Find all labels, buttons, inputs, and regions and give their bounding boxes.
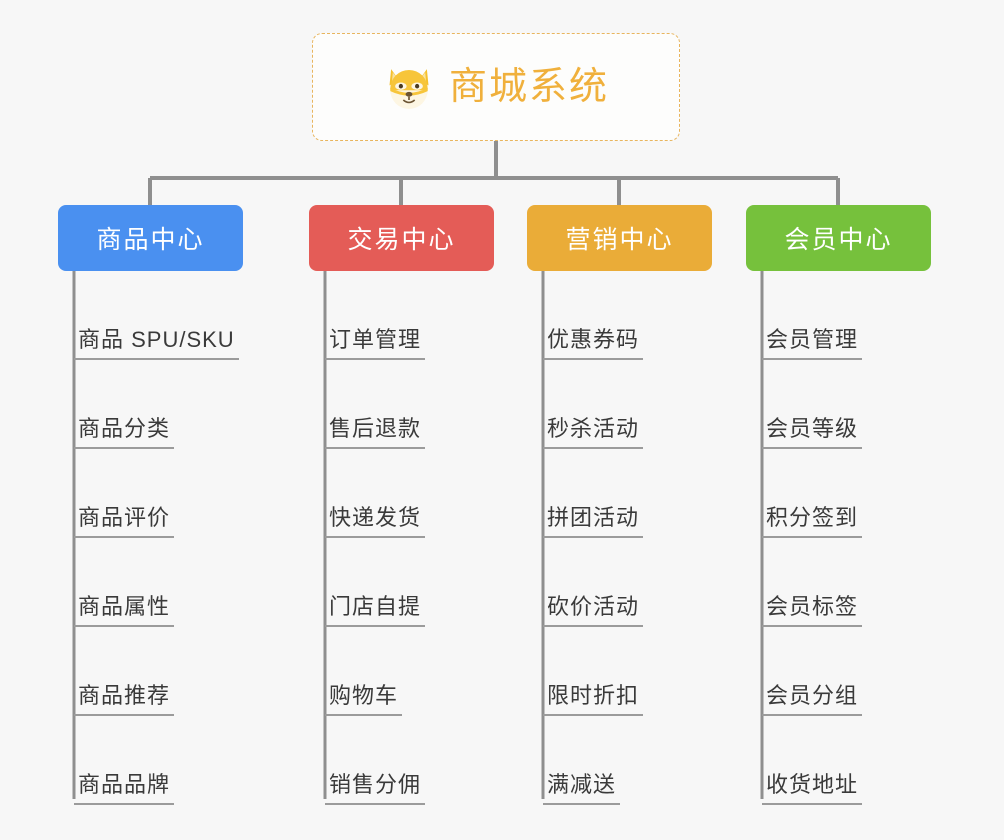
category-header-4[interactable]: 会员中心 xyxy=(746,205,931,271)
category-header-label: 交易中心 xyxy=(347,226,456,254)
leaf-item[interactable]: 商品属性 xyxy=(58,538,243,627)
leaf-item-label: 满减送 xyxy=(543,772,621,805)
category-header-2[interactable]: 交易中心 xyxy=(309,205,494,271)
leaf-item-label: 会员分组 xyxy=(762,683,863,716)
leaf-item-label: 收货地址 xyxy=(762,772,863,805)
leaf-item-label: 快递发货 xyxy=(325,505,426,538)
shiba-inu-dog-emoji xyxy=(389,69,429,109)
leaf-item[interactable]: 快递发货 xyxy=(309,449,494,538)
leaf-list: 商品 SPU/SKU 商品分类商品评价商品属性商品推荐商品品牌 xyxy=(58,271,243,805)
leaf-item[interactable]: 积分签到 xyxy=(746,449,931,538)
leaf-item-label: 会员等级 xyxy=(762,416,863,449)
leaf-list: 订单管理售后退款快递发货门店自提购物车销售分佣 xyxy=(309,271,494,805)
leaf-item[interactable]: 商品品牌 xyxy=(58,716,243,805)
leaf-item[interactable]: 拼团活动 xyxy=(527,449,712,538)
category-header-3[interactable]: 营销中心 xyxy=(527,205,712,271)
leaf-item[interactable]: 满减送 xyxy=(527,716,712,805)
leaf-item[interactable]: 会员管理 xyxy=(746,271,931,360)
leaf-item[interactable]: 商品 SPU/SKU xyxy=(58,271,243,360)
leaf-item[interactable]: 商品评价 xyxy=(58,449,243,538)
leaf-item-label: 商品属性 xyxy=(74,594,175,627)
root-node[interactable]: 商城系统 xyxy=(312,33,680,141)
category-header-label: 会员中心 xyxy=(784,226,893,254)
leaf-item-label: 商品分类 xyxy=(74,416,175,449)
category-header-label: 营销中心 xyxy=(565,226,674,254)
leaf-item-label: 会员标签 xyxy=(762,594,863,627)
leaf-item-label: 限时折扣 xyxy=(543,683,644,716)
leaf-item-label: 砍价活动 xyxy=(543,594,644,627)
leaf-item[interactable]: 限时折扣 xyxy=(527,627,712,716)
leaf-item[interactable]: 会员标签 xyxy=(746,538,931,627)
leaf-item-label: 会员管理 xyxy=(762,327,863,360)
leaf-item[interactable]: 售后退款 xyxy=(309,360,494,449)
root-title: 商城系统 xyxy=(448,66,609,108)
leaf-item[interactable]: 销售分佣 xyxy=(309,716,494,805)
branch-column-3: 营销中心优惠券码秒杀活动拼团活动砍价活动限时折扣满减送 xyxy=(527,205,712,805)
leaf-item[interactable]: 商品分类 xyxy=(58,360,243,449)
leaf-item-label: 商品 SPU/SKU xyxy=(74,327,239,360)
leaf-item-label: 订单管理 xyxy=(325,327,426,360)
leaf-item[interactable]: 会员等级 xyxy=(746,360,931,449)
branch-column-1: 商品中心商品 SPU/SKU 商品分类商品评价商品属性商品推荐商品品牌 xyxy=(58,205,243,805)
leaf-item-label: 商品推荐 xyxy=(74,683,175,716)
leaf-item[interactable]: 秒杀活动 xyxy=(527,360,712,449)
leaf-item-label: 秒杀活动 xyxy=(543,416,644,449)
leaf-item-label: 门店自提 xyxy=(325,594,426,627)
leaf-item-label: 优惠券码 xyxy=(543,327,644,360)
leaf-item[interactable]: 会员分组 xyxy=(746,627,931,716)
leaf-list: 会员管理会员等级积分签到会员标签会员分组收货地址 xyxy=(746,271,931,805)
leaf-item[interactable]: 订单管理 xyxy=(309,271,494,360)
leaf-item-label: 积分签到 xyxy=(762,505,863,538)
leaf-item-label: 售后退款 xyxy=(325,416,426,449)
leaf-item[interactable]: 门店自提 xyxy=(309,538,494,627)
leaf-item-label: 销售分佣 xyxy=(325,772,426,805)
category-header-label: 商品中心 xyxy=(96,226,205,254)
leaf-list: 优惠券码秒杀活动拼团活动砍价活动限时折扣满减送 xyxy=(527,271,712,805)
leaf-item[interactable]: 购物车 xyxy=(309,627,494,716)
leaf-item[interactable]: 优惠券码 xyxy=(527,271,712,360)
leaf-item[interactable]: 商品推荐 xyxy=(58,627,243,716)
leaf-item[interactable]: 收货地址 xyxy=(746,716,931,805)
leaf-item[interactable]: 砍价活动 xyxy=(527,538,712,627)
leaf-item-label: 购物车 xyxy=(325,683,403,716)
leaf-item-label: 拼团活动 xyxy=(543,505,644,538)
category-header-1[interactable]: 商品中心 xyxy=(58,205,243,271)
leaf-item-label: 商品品牌 xyxy=(74,772,175,805)
leaf-item-label: 商品评价 xyxy=(74,505,175,538)
branch-column-2: 交易中心订单管理售后退款快递发货门店自提购物车销售分佣 xyxy=(309,205,494,805)
branch-column-4: 会员中心会员管理会员等级积分签到会员标签会员分组收货地址 xyxy=(746,205,931,805)
